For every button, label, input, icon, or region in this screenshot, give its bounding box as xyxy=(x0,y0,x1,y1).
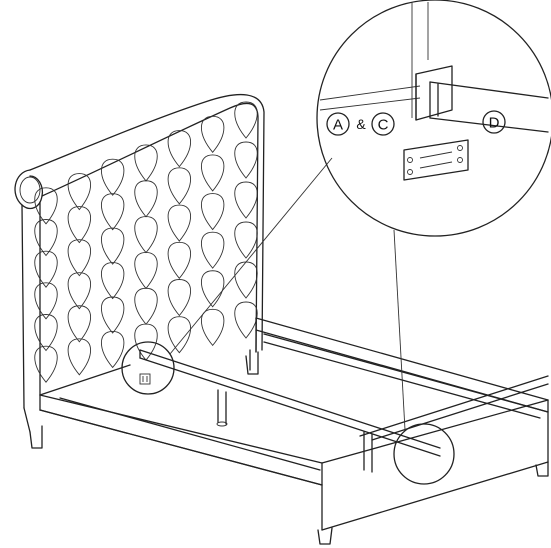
tuft-diamond xyxy=(167,167,192,205)
magnified-detail-circle xyxy=(316,0,551,237)
tuft-diamond xyxy=(167,241,192,279)
tuft-diamond xyxy=(200,308,225,347)
tuft-diamond xyxy=(234,261,258,299)
tuft-diamond xyxy=(134,287,158,325)
tuft-diamond xyxy=(100,193,125,231)
tuft-diamond xyxy=(67,206,92,244)
tuft-diamond xyxy=(34,187,58,225)
label-part-c: C xyxy=(371,112,395,136)
tuft-diamond xyxy=(34,219,58,257)
tuft-diamond xyxy=(34,314,58,352)
tuft-diamond xyxy=(134,216,158,254)
tuft-diamond xyxy=(67,338,92,376)
tuft-diamond xyxy=(34,345,58,383)
tuft-diamond xyxy=(34,282,58,320)
tuft-diamond xyxy=(200,270,225,308)
tuft-diamond xyxy=(134,180,158,218)
detail-circle-headboard-joint xyxy=(121,341,175,395)
detail-circle-foot-joint xyxy=(393,423,455,485)
magnified-detail xyxy=(316,0,551,237)
label-part-a: A xyxy=(326,112,350,136)
tuft-diamond xyxy=(167,204,192,242)
headboard-tufting xyxy=(34,101,258,383)
bed-frame xyxy=(39,317,549,545)
tuft-diamond xyxy=(100,330,125,369)
tuft-diamond xyxy=(167,279,192,317)
svg-text:D: D xyxy=(489,115,500,132)
tuft-diamond xyxy=(100,158,125,196)
center-rail xyxy=(139,349,549,473)
tuft-diamond xyxy=(67,305,92,343)
tuft-diamond xyxy=(200,193,225,231)
tuft-diamond xyxy=(100,262,125,300)
tuft-diamond xyxy=(234,301,258,339)
tuft-diamond xyxy=(134,251,158,290)
tuft-diamond xyxy=(67,173,92,211)
tuft-diamond xyxy=(234,101,258,139)
tuft-diamond xyxy=(234,181,258,219)
tuft-diamond xyxy=(200,154,225,192)
headboard xyxy=(14,93,265,449)
svg-text:C: C xyxy=(378,117,389,134)
tuft-diamond xyxy=(234,141,258,179)
tuft-diamond xyxy=(200,231,225,269)
tuft-diamond xyxy=(167,130,192,168)
leader-lines xyxy=(169,157,406,431)
tuft-diamond xyxy=(167,316,192,354)
tuft-diamond xyxy=(100,227,125,265)
tuft-diamond xyxy=(67,239,92,277)
svg-text:A: A xyxy=(333,117,343,134)
label-part-d: D xyxy=(482,110,506,134)
tuft-diamond xyxy=(34,250,58,288)
tuft-diamond xyxy=(67,272,92,310)
tuft-diamond xyxy=(100,296,125,334)
tuft-diamond xyxy=(234,221,258,259)
part-labels: A & C D xyxy=(326,110,506,136)
tuft-diamond xyxy=(200,115,225,154)
label-ampersand: & xyxy=(356,116,366,132)
